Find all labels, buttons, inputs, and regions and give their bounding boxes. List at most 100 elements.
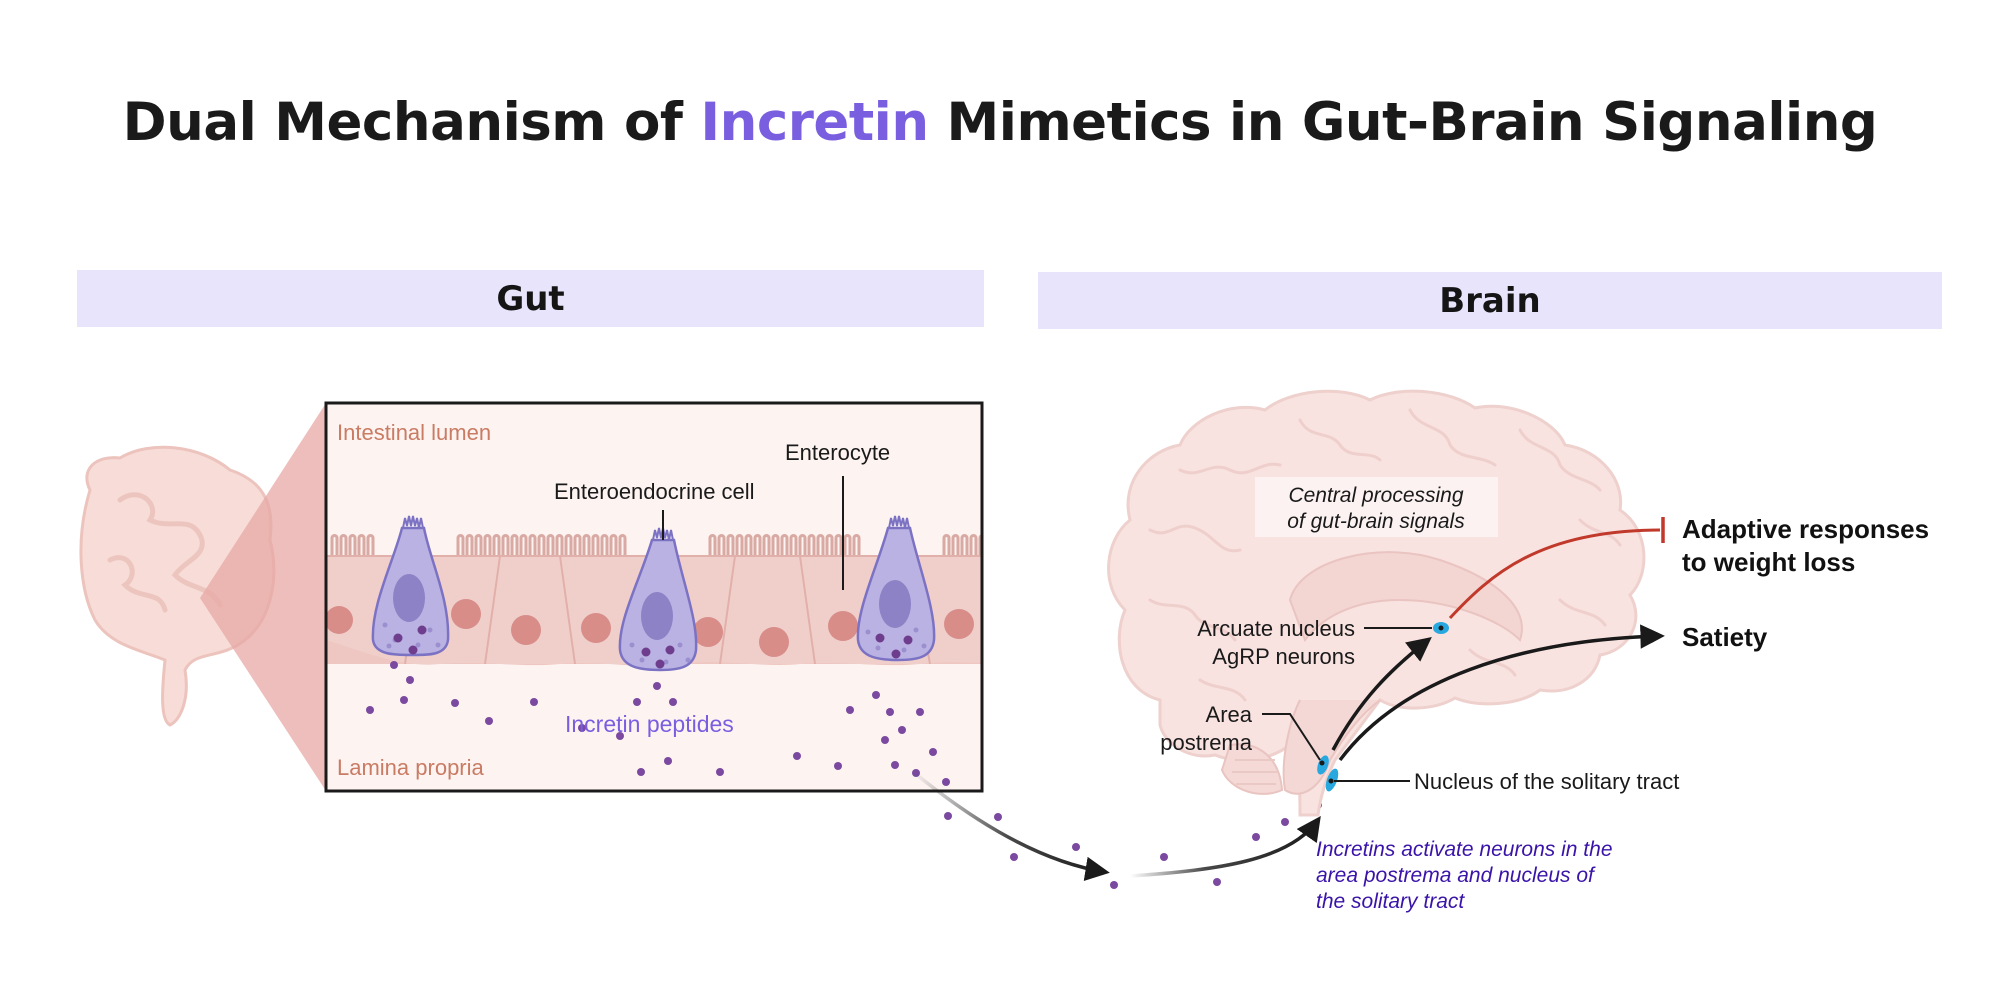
area-postrema-label-line-2: postrema — [1160, 730, 1252, 755]
microvillus — [609, 534, 618, 558]
incretin-peptide-dot — [716, 768, 724, 776]
incretin-peptide-dot — [1110, 881, 1118, 889]
incretin-peptide-dot — [846, 706, 854, 714]
microvillus — [789, 534, 798, 558]
incretin-peptide-dot — [637, 768, 645, 776]
brain-panel-label: Brain — [1439, 281, 1541, 321]
arrow-to-satiety — [1338, 624, 1665, 762]
microvillus — [555, 534, 564, 558]
title-highlight: Incretin — [700, 92, 929, 153]
central-processing-box — [1255, 477, 1498, 537]
microvillus — [834, 534, 843, 558]
arcuate-label-line-1: Arcuate nucleus — [1197, 616, 1355, 641]
satiety-label: Satiety — [1682, 622, 1768, 652]
incretins-note-line-1: Incretins activate neurons in the — [1316, 838, 1613, 861]
microvillus — [843, 534, 852, 558]
microvillus — [942, 534, 951, 558]
intestinal-lumen-label: Intestinal lumen — [337, 420, 491, 445]
area-postrema-label-line-1: Area — [1206, 702, 1253, 727]
enterocyte-label: Enterocyte — [785, 440, 890, 465]
incretin-peptide-dot — [1281, 818, 1289, 826]
microvillus — [465, 534, 474, 558]
microvillus — [735, 534, 744, 558]
diagram-title: Dual Mechanism of Incretin Mimetics in G… — [0, 92, 2000, 153]
microvillus — [582, 534, 591, 558]
incretins-note-line-2: area postrema and nucleus of — [1316, 864, 1596, 887]
microvillus — [474, 534, 483, 558]
microvillus — [798, 534, 807, 558]
microvillus — [780, 534, 789, 558]
central-processing-line-1: Central processing — [1288, 484, 1463, 507]
microvillus — [366, 534, 375, 558]
microvillus — [456, 534, 465, 558]
incretin-peptide-dot — [1010, 853, 1018, 861]
microvillus — [852, 534, 861, 558]
adaptive-responses-line-2: to weight loss — [1682, 547, 1855, 577]
microvillus — [825, 534, 834, 558]
adaptive-responses-line-1: Adaptive responses — [1682, 514, 1929, 544]
microvillus — [960, 534, 969, 558]
brain-panel-header: Brain — [1038, 272, 1942, 329]
microvillus — [492, 534, 501, 558]
lamina-propria-label: Lamina propria — [337, 755, 485, 780]
incretin-peptide-dot — [400, 696, 408, 704]
incretin-peptide-dot — [633, 698, 641, 706]
microvillus — [708, 534, 717, 558]
microvillus — [744, 534, 753, 558]
microvillus — [717, 534, 726, 558]
microvillus — [339, 534, 348, 558]
incretin-peptide-dot — [1160, 853, 1168, 861]
microvillus — [618, 534, 627, 558]
arrow-to-arcuate — [1331, 636, 1432, 751]
microvillus — [330, 534, 339, 558]
incretin-peptide-dot — [891, 761, 899, 769]
incretin-peptide-dot — [664, 757, 672, 765]
incretin-peptide-dot — [1072, 843, 1080, 851]
microvillus — [969, 534, 978, 558]
microvillus — [951, 534, 960, 558]
microvillus — [510, 534, 519, 558]
intestinal-epithelium-box — [324, 401, 984, 793]
microvillus — [546, 534, 555, 558]
incretin-peptide-dot — [390, 661, 398, 669]
incretin-peptide-dot — [406, 676, 414, 684]
incretin-peptide-dot — [944, 812, 952, 820]
microvillus — [753, 534, 762, 558]
zoom-funnel — [200, 403, 326, 791]
gut-panel-label: Gut — [496, 279, 565, 319]
inhibition-line — [1448, 528, 1661, 620]
brain-illustration — [1107, 389, 1646, 817]
microvillus — [816, 534, 825, 558]
microvillus — [501, 534, 510, 558]
microvillus — [537, 534, 546, 558]
microvillus — [528, 534, 537, 558]
microvillus — [483, 534, 492, 558]
arcuate-label-line-2: AgRP neurons — [1212, 644, 1355, 669]
incretin-peptide-dot — [886, 708, 894, 716]
incretin-peptide-dot — [669, 698, 677, 706]
microvillus — [762, 534, 771, 558]
microvillus — [519, 534, 528, 558]
microvillus — [573, 534, 582, 558]
incretin-peptide-dot — [530, 698, 538, 706]
microvillus — [600, 534, 609, 558]
incretin-peptide-dot — [929, 748, 937, 756]
microvillus — [978, 534, 982, 558]
nts-label: Nucleus of the solitary tract — [1414, 769, 1679, 794]
incretin-peptide-dot — [994, 813, 1002, 821]
incretin-peptide-dot — [578, 724, 586, 732]
intestine-illustration — [79, 445, 276, 727]
title-part-2: Mimetics in Gut-Brain Signaling — [928, 92, 1878, 153]
circulation-arrow-1 — [910, 769, 1110, 881]
incretin-peptide-dot — [616, 732, 624, 740]
incretin-peptide-dot — [653, 682, 661, 690]
incretin-peptide-dot — [793, 752, 801, 760]
microvillus — [591, 534, 600, 558]
area-postrema-pointer — [1262, 713, 1321, 761]
gut-panel-header: Gut — [77, 270, 984, 327]
title-part-1: Dual Mechanism of — [122, 92, 701, 153]
incretin-peptide-dot — [366, 706, 374, 714]
incretin-peptide-dot — [916, 708, 924, 716]
microvillus — [564, 534, 573, 558]
